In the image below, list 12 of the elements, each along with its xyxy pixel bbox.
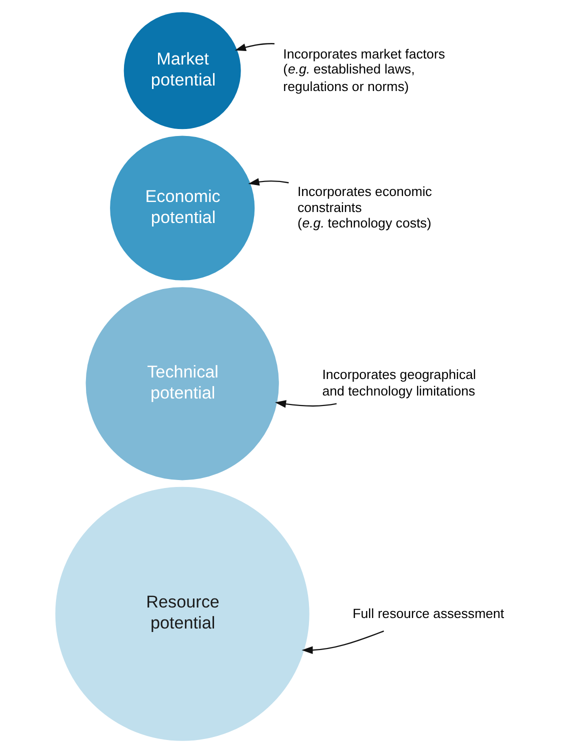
node-text: Incorporates geographical and technology limitations bbox=[322, 367, 476, 398]
node-text: Incorporates market factors (e.g. established laws, regulations or norms) bbox=[282, 46, 445, 94]
arrow bbox=[234, 43, 274, 52]
node-circle: Market potential bbox=[123, 12, 240, 130]
arrow bbox=[248, 178, 288, 186]
arrow bbox=[301, 630, 384, 654]
node-circle: Resource potential bbox=[54, 486, 309, 741]
node-circle: Economic potential bbox=[110, 136, 254, 280]
node-text: Incorporates economic constraints (e.g. technology costs) bbox=[296, 184, 432, 230]
node-text: Full resource assessment bbox=[352, 606, 504, 621]
node-circle: Technical potential bbox=[85, 287, 278, 480]
arrow bbox=[274, 400, 336, 408]
